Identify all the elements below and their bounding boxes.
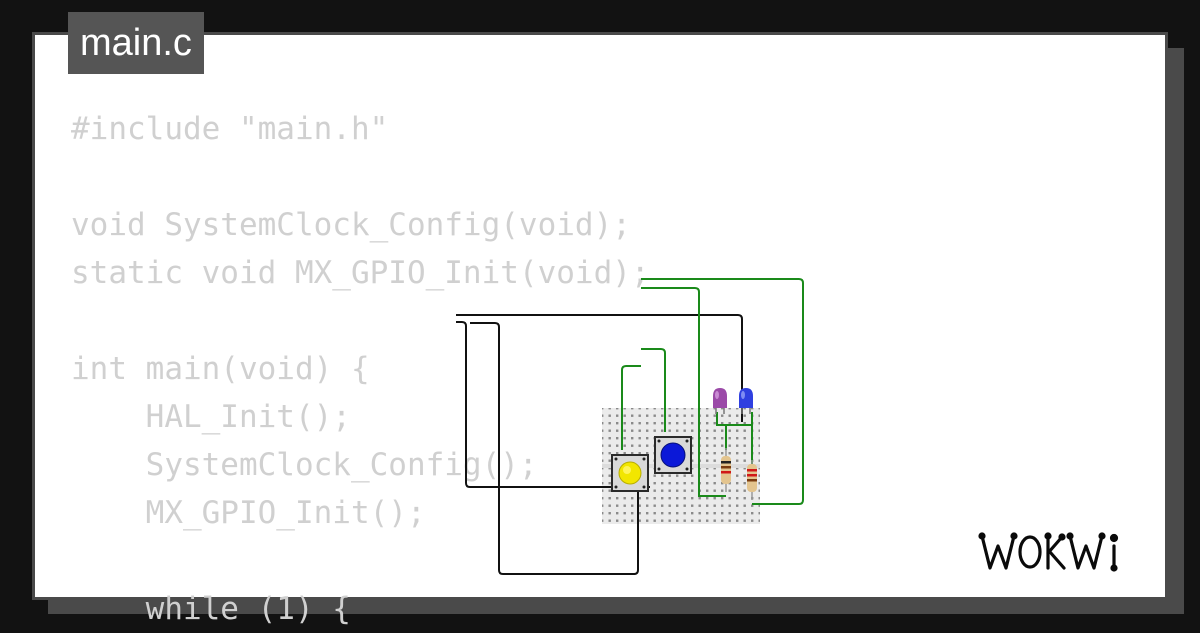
code-line: MX_GPIO_Init(); bbox=[71, 495, 426, 531]
resistor-2[interactable] bbox=[747, 460, 757, 500]
wire-black-1[interactable] bbox=[456, 314, 743, 422]
file-tab[interactable]: main.c bbox=[68, 12, 204, 74]
code-line: SystemClock_Config(); bbox=[71, 447, 538, 483]
resistor-1[interactable] bbox=[721, 448, 731, 492]
wire-green-led-link[interactable] bbox=[716, 412, 753, 465]
wire-green-1[interactable] bbox=[641, 278, 804, 505]
code-line: HAL_Init(); bbox=[71, 399, 351, 435]
wire-black-3[interactable] bbox=[470, 322, 639, 575]
blue-led[interactable] bbox=[739, 388, 753, 414]
wire-green-2[interactable] bbox=[641, 287, 726, 497]
code-line: void SystemClock_Config(void); bbox=[71, 207, 631, 243]
purple-led[interactable] bbox=[713, 388, 727, 414]
wire-green-3[interactable] bbox=[641, 348, 666, 432]
wire-black-2[interactable] bbox=[456, 321, 650, 488]
code-line: int main(void) { bbox=[71, 351, 370, 387]
wokwi-logo bbox=[978, 532, 1119, 572]
code-line: static void MX_GPIO_Init(void); bbox=[71, 255, 650, 291]
code-line: #include "main.h" bbox=[71, 111, 389, 147]
blue-pushbutton[interactable] bbox=[654, 436, 692, 474]
yellow-pushbutton[interactable] bbox=[611, 454, 649, 492]
code-line: while (1) { bbox=[71, 591, 351, 627]
wire-green-4[interactable] bbox=[621, 365, 641, 450]
code-editor: #include "main.h" void SystemClock_Config… bbox=[71, 105, 650, 633]
